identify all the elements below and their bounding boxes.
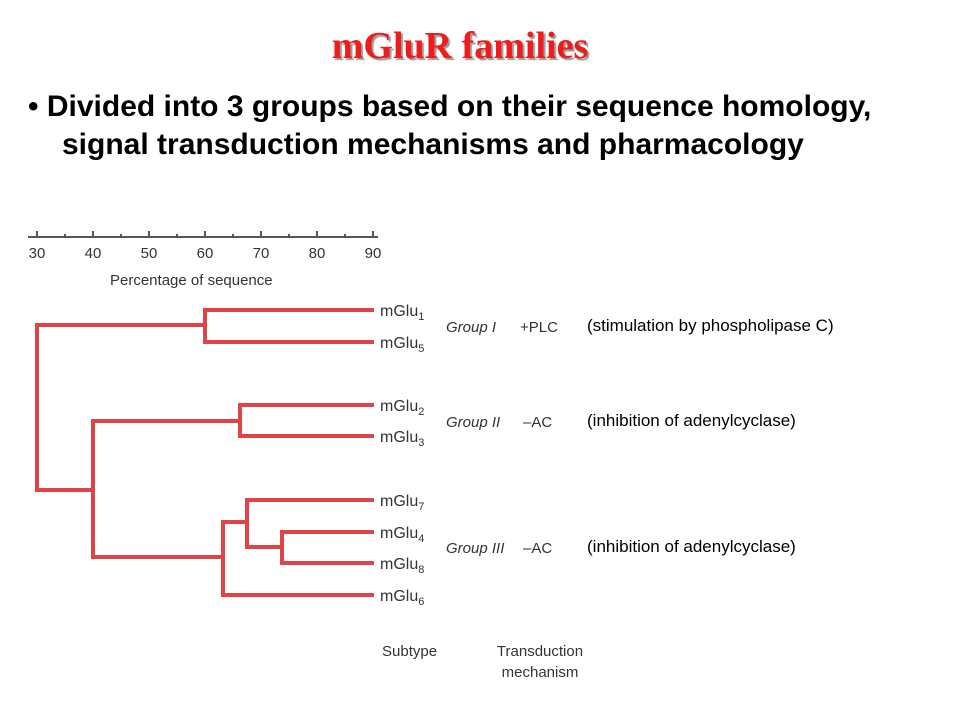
group-3-mechanism: –AC [523,540,552,557]
subtype-label-mglu8: mGlu8 [380,556,424,576]
subtype-label-mglu1: mGlu1 [380,303,424,323]
mglu7-branch [245,498,374,549]
scale-tick-label: 50 [141,245,158,262]
group-3-name: Group III [446,540,504,557]
group-2-note: (inhibition of adenylcyclase) [587,411,796,430]
description-text: Divided into 3 groups based on their seq… [46,90,872,161]
group-1-name: Group I [446,319,496,336]
subtype-label-mglu6: mGlu6 [380,588,424,608]
group-3-branch [221,520,374,597]
scale-tick-label: 90 [365,245,382,262]
subtype-label-mglu4: mGlu4 [380,525,424,545]
scale-label: Percentage of sequence [110,272,273,289]
percentage-scale [28,231,378,238]
description-bullet: • Divided into 3 groups based on their s… [28,90,872,161]
subtype-label-mglu5: mGlu5 [380,335,424,355]
group-2-name: Group II [446,414,500,431]
dendrogram-branches [35,308,374,597]
group-1-note: (stimulation by phospholipase C) [587,316,834,335]
scale-tick-label: 60 [197,245,214,262]
scale-tick-label: 80 [309,245,326,262]
subtype-label-mglu7: mGlu7 [380,493,424,513]
subtype-label-mglu3: mGlu3 [380,429,424,449]
transduction-column-header-line2: mechanism [502,664,579,681]
scale-tick-label: 70 [253,245,270,262]
groups-2-3-branch [91,419,242,559]
group-2-branch [238,403,374,438]
scale-tick-label: 30 [29,245,46,262]
group-2-mechanism: –AC [523,414,552,431]
subtype-label-mglu2: mGlu2 [380,398,424,418]
page-title: mGluR families [331,25,589,67]
group-1-branch [203,308,374,344]
group-1-mechanism: +PLC [520,319,558,336]
scale-tick-label: 40 [85,245,102,262]
group-3-note: (inhibition of adenylcyclase) [587,537,796,556]
transduction-column-header-line1: Transduction [497,643,583,660]
mglu4-mglu8-branch [280,530,374,565]
subtype-column-header: Subtype [382,643,437,660]
